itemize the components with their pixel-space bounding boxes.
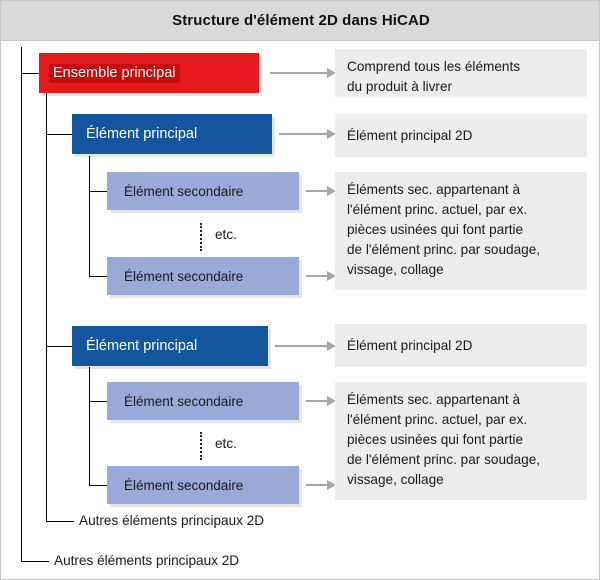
tree-branch-sub1a: [89, 191, 107, 192]
node-element-secondaire-2b-label: Élément secondaire: [124, 477, 244, 493]
tree-branch-sub1b: [89, 276, 107, 277]
page-title: Structure d'élément 2D dans HiCAD: [172, 12, 430, 29]
arrow-head-sub2b: [327, 480, 336, 490]
arrow-head-sub1b: [327, 271, 336, 281]
tree-branch-main2: [46, 346, 72, 347]
tree-spine-group2: [89, 367, 90, 486]
node-element-secondaire-1b[interactable]: Élément secondaire: [107, 257, 299, 295]
arrow-shaft-main1: [279, 133, 327, 135]
node-element-secondaire-1a-label: Élément secondaire: [124, 183, 244, 199]
tree-spine-main: [46, 89, 47, 521]
arrow-head-sub2a: [327, 396, 336, 406]
arrow-shaft-root: [270, 72, 327, 74]
node-ensemble-principal[interactable]: Ensemble principal: [39, 53, 259, 93]
tree-spine-group1: [89, 156, 90, 276]
node-element-secondaire-1a[interactable]: Élément secondaire: [107, 172, 299, 210]
etc-label-group2: etc.: [215, 436, 237, 451]
tree-branch-root: [21, 73, 39, 74]
arrow-head-sub1a: [327, 186, 336, 196]
leaf-label-others-outer: Autres éléments principaux 2D: [54, 553, 240, 568]
arrow-shaft-sub2a: [306, 400, 327, 402]
tree-branch-main1: [46, 134, 72, 135]
node-element-principal-1[interactable]: Élément principal: [72, 114, 272, 154]
arrow-head-main1: [327, 129, 336, 139]
node-element-secondaire-1b-label: Élément secondaire: [124, 268, 244, 284]
etc-label-group1: etc.: [215, 227, 237, 242]
description-ensemble-principal: Comprend tous les éléments du produit à …: [335, 49, 587, 97]
node-ensemble-principal-label: Ensemble principal: [49, 63, 180, 83]
node-element-principal-1-label: Élément principal: [86, 126, 198, 142]
tree-spine-outer: [21, 47, 22, 562]
description-element-secondaire-1: Éléments sec. appartenant à l'élément pr…: [335, 172, 587, 290]
node-element-secondaire-2a[interactable]: Élément secondaire: [107, 382, 299, 420]
description-element-secondaire-2: Éléments sec. appartenant à l'élément pr…: [335, 382, 587, 500]
description-element-principal-2: Élément principal 2D: [335, 324, 587, 367]
leaf-label-others-inner: Autres éléments principaux 2D: [79, 513, 265, 528]
arrow-shaft-sub2b: [306, 484, 327, 486]
arrow-shaft-sub1b: [306, 275, 327, 277]
tree-branch-sub2b: [89, 485, 107, 486]
ellipsis-dots-group2: [200, 432, 202, 460]
diagram-header: Structure d'élément 2D dans HiCAD: [1, 1, 599, 41]
node-element-principal-2[interactable]: Élément principal: [72, 326, 268, 366]
arrow-shaft-sub1a: [306, 190, 327, 192]
node-element-secondaire-2a-label: Élément secondaire: [124, 393, 244, 409]
arrow-head-root: [327, 68, 336, 78]
tree-branch-sub2a: [89, 401, 107, 402]
arrow-shaft-main2: [275, 345, 327, 347]
description-element-principal-1: Élément principal 2D: [335, 114, 587, 157]
node-element-secondaire-2b[interactable]: Élément secondaire: [107, 466, 299, 504]
tree-branch-others-inner: [46, 521, 74, 522]
tree-branch-others-outer: [21, 561, 49, 562]
ellipsis-dots-group1: [200, 223, 202, 251]
node-element-principal-2-label: Élément principal: [86, 338, 198, 354]
arrow-head-main2: [327, 341, 336, 351]
